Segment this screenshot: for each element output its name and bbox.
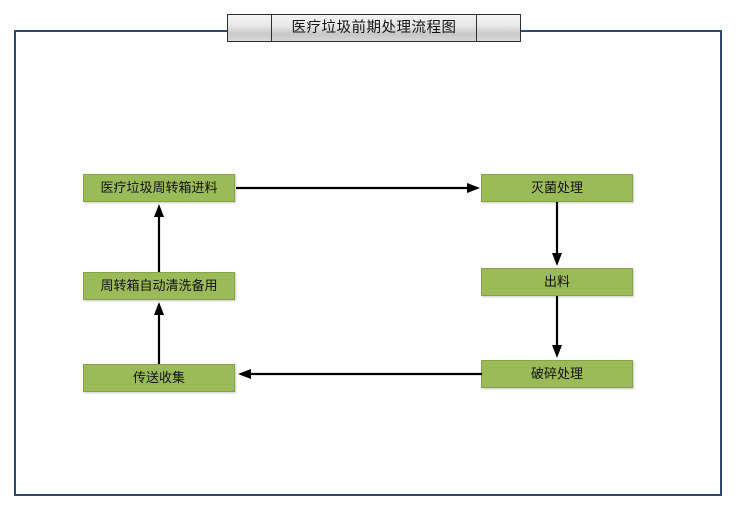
node-intake[interactable]: 医疗垃圾周转箱进料	[83, 174, 235, 202]
node-convey-label: 传送收集	[132, 370, 185, 386]
connector-convey-to-wash	[151, 300, 167, 364]
outer-border-frame	[14, 30, 722, 496]
node-steril-label: 灭菌处理	[530, 180, 583, 196]
title-left-cap	[227, 14, 271, 42]
node-output-label: 出料	[543, 274, 570, 290]
node-wash[interactable]: 周转箱自动清洗备用	[83, 272, 235, 300]
connector-wash-to-intake	[151, 202, 167, 272]
diagram-title: 医疗垃圾前期处理流程图	[291, 19, 457, 36]
connector-output-to-crush	[549, 296, 565, 360]
node-convey[interactable]: 传送收集	[83, 364, 235, 392]
node-crush[interactable]: 破碎处理	[481, 360, 633, 388]
title-banner: 医疗垃圾前期处理流程图	[227, 14, 521, 42]
node-crush-label: 破碎处理	[530, 366, 583, 382]
node-steril[interactable]: 灭菌处理	[481, 174, 633, 202]
connector-steril-to-output	[549, 202, 565, 268]
title-center-panel: 医疗垃圾前期处理流程图	[271, 14, 477, 42]
node-output[interactable]: 出料	[481, 268, 633, 296]
node-intake-label: 医疗垃圾周转箱进料	[100, 180, 218, 196]
node-wash-label: 周转箱自动清洗备用	[100, 278, 218, 294]
connector-intake-to-steril	[236, 180, 482, 196]
title-right-cap	[477, 14, 521, 42]
connector-crush-to-convey	[236, 366, 482, 382]
